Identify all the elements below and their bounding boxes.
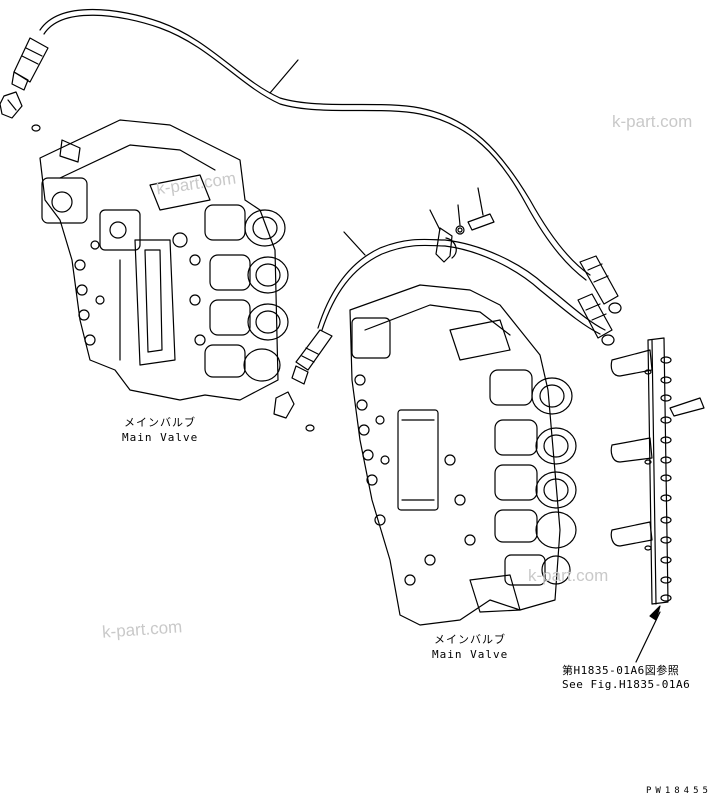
- watermark: k-part.com: [528, 566, 609, 585]
- pilot-manifold-block: [610, 337, 705, 605]
- valve-right-label-jp: メインバルブ: [434, 633, 506, 646]
- drawing-code: PW18455: [646, 786, 712, 796]
- hose-end-fittings: [577, 255, 622, 346]
- figure-reference-en: See Fig.H1835-01A6: [562, 678, 691, 691]
- pilot-hose-short: [317, 238, 606, 331]
- hose-clamp: [429, 187, 495, 263]
- valve-right-label-en: Main Valve: [432, 648, 509, 661]
- watermark: k-part.com: [612, 112, 693, 131]
- valve-left-label-en: Main Valve: [122, 431, 199, 444]
- pilot-hose-long: [39, 8, 591, 276]
- valve-left-label-jp: メインバルブ: [124, 416, 196, 429]
- main-valve-left: [39, 119, 289, 401]
- hose-fitting-top-left: [0, 37, 49, 132]
- reference-arrow: [635, 605, 661, 663]
- hose-fitting-middle: [273, 329, 333, 432]
- figure-reference-jp: 第H1835-01A6図参照: [562, 664, 680, 677]
- main-valve-right: [349, 284, 577, 626]
